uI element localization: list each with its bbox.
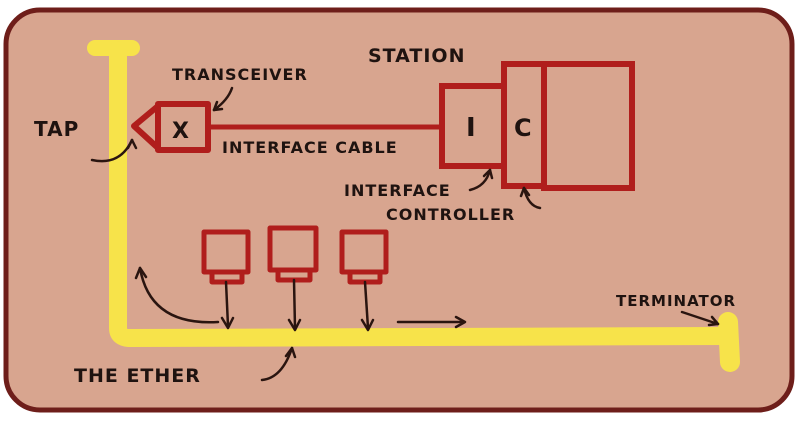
terminator-label: TERMINATOR [616, 292, 736, 310]
controller-box-letter: C [514, 114, 533, 142]
terminator-arrow [680, 310, 720, 326]
interface-controller-label-line2: CONTROLLER [386, 205, 515, 224]
station-label: STATION [368, 45, 465, 67]
diagram-background [3, 7, 795, 413]
tap-label: TAP [34, 117, 79, 141]
transceiver-arrow [212, 86, 234, 112]
ether-arrow [260, 346, 294, 382]
interface-box-letter: I [466, 113, 477, 143]
station-1-arrow [224, 280, 230, 328]
transceiver-box-letter: X [172, 119, 190, 144]
station-computer [541, 61, 635, 191]
ether-label: THE ETHER [74, 365, 201, 387]
interface-controller-label-line1: INTERFACE [344, 181, 451, 200]
arrows [90, 86, 720, 382]
ether-cable [87, 40, 740, 372]
transceiver-label: TRANSCEIVER [172, 65, 308, 84]
station-2-arrow [292, 278, 297, 330]
signal-left-arrow [138, 266, 220, 324]
interface-cable-label: INTERFACE CABLE [222, 138, 398, 157]
tap-connector [131, 103, 161, 151]
station-3-arrow [363, 280, 370, 330]
